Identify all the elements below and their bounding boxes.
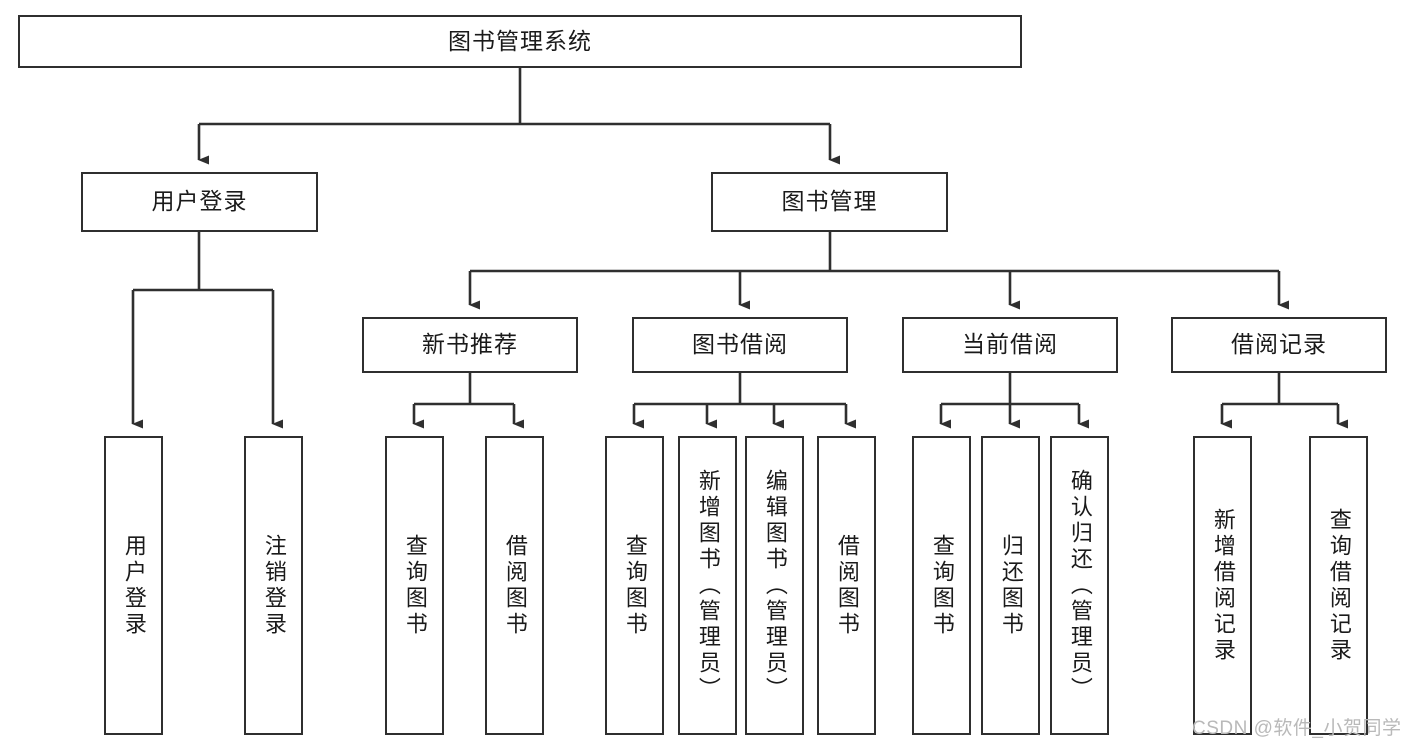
- node-user-login[interactable]: 用户登录: [81, 172, 318, 232]
- node-book-borrow[interactable]: 图书借阅: [632, 317, 848, 373]
- node-leaf-query-book-borrow[interactable]: 查询图书: [605, 436, 664, 735]
- node-label: 用户登录: [151, 188, 248, 215]
- node-leaf-user-login[interactable]: 用户登录: [104, 436, 163, 735]
- node-label: 当前借阅: [962, 331, 1058, 358]
- node-label: 查询图书: [402, 533, 428, 638]
- node-leaf-confirm-return-admin[interactable]: 确认归还（管理员）: [1050, 436, 1109, 735]
- node-label: 用户登录: [121, 533, 147, 638]
- node-label: 图书管理系统: [448, 27, 592, 54]
- node-leaf-add-book-admin[interactable]: 新增图书（管理员）: [678, 436, 737, 735]
- node-label: 查询图书: [929, 533, 955, 638]
- node-label: 注销登录: [261, 533, 287, 638]
- node-label: 查询图书: [622, 533, 648, 638]
- node-book-management[interactable]: 图书管理: [711, 172, 948, 232]
- node-leaf-query-book-recommend[interactable]: 查询图书: [385, 436, 444, 735]
- node-label: 借阅记录: [1231, 331, 1327, 358]
- node-leaf-return-book[interactable]: 归还图书: [981, 436, 1040, 735]
- node-leaf-add-borrow-record[interactable]: 新增借阅记录: [1193, 436, 1252, 735]
- node-leaf-query-book-current[interactable]: 查询图书: [912, 436, 971, 735]
- node-label: 新书推荐: [422, 331, 518, 358]
- node-label: 编辑图书（管理员）: [762, 468, 788, 703]
- node-leaf-borrow-book[interactable]: 借阅图书: [817, 436, 876, 735]
- node-label: 借阅图书: [834, 533, 860, 638]
- node-leaf-query-borrow-record[interactable]: 查询借阅记录: [1309, 436, 1368, 735]
- csdn-watermark: CSDN @软件_小贺同学: [1192, 718, 1402, 739]
- node-current-borrow[interactable]: 当前借阅: [902, 317, 1118, 373]
- node-label: 新增图书（管理员）: [695, 468, 721, 703]
- node-label: 图书管理: [781, 188, 878, 215]
- node-label: 借阅图书: [502, 533, 528, 638]
- node-leaf-edit-book-admin[interactable]: 编辑图书（管理员）: [745, 436, 804, 735]
- node-leaf-logout[interactable]: 注销登录: [244, 436, 303, 735]
- node-root-system[interactable]: 图书管理系统: [18, 15, 1022, 68]
- node-label: 确认归还（管理员）: [1067, 468, 1093, 703]
- node-leaf-borrow-book-recommend[interactable]: 借阅图书: [485, 436, 544, 735]
- node-label: 新增借阅记录: [1210, 507, 1236, 664]
- node-borrow-record[interactable]: 借阅记录: [1171, 317, 1387, 373]
- node-label: 图书借阅: [692, 331, 788, 358]
- node-label: 查询借阅记录: [1326, 507, 1352, 664]
- node-label: 归还图书: [998, 533, 1024, 638]
- node-new-book-recommend[interactable]: 新书推荐: [362, 317, 578, 373]
